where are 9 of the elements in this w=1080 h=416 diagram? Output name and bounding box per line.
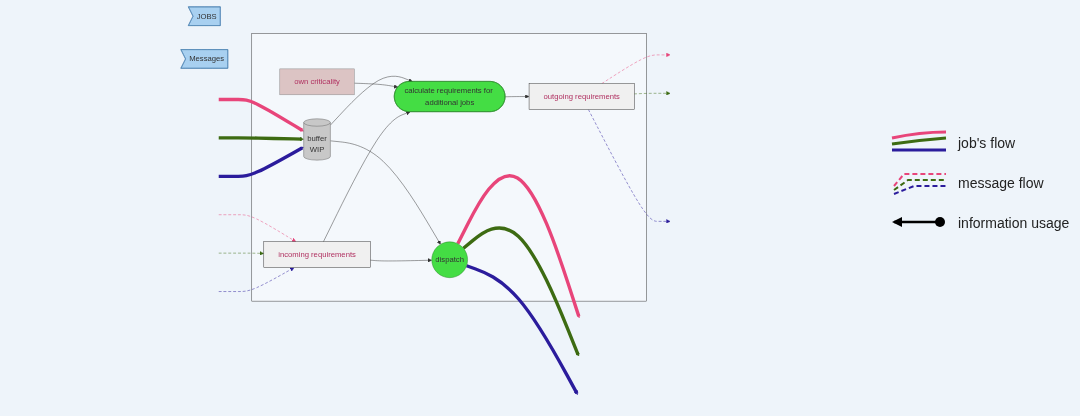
legend-label: information usage: [958, 215, 1070, 231]
arrow: [456, 174, 581, 319]
arrow: [462, 226, 580, 357]
legend-label: message flow: [958, 175, 1044, 191]
arrow: [218, 136, 304, 142]
legend-label: job's flow: [958, 135, 1016, 151]
arrow: [465, 264, 579, 395]
arrow: [218, 146, 304, 178]
arrow: [218, 97, 304, 132]
